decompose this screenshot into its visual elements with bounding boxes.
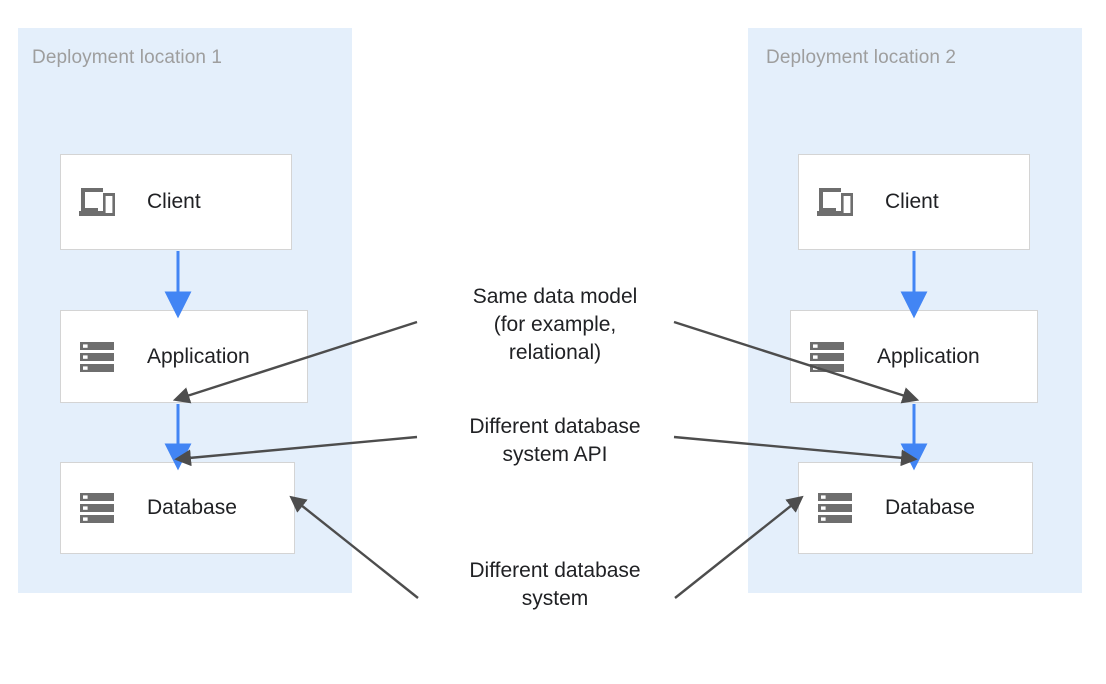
devices-icon — [817, 185, 853, 219]
server-stack-icon — [809, 340, 845, 374]
callout-different-db-system: Different database system — [423, 557, 687, 613]
node-client-1[interactable]: Client — [60, 154, 292, 250]
node-database-1[interactable]: Database — [60, 462, 295, 554]
node-database-2[interactable]: Database — [798, 462, 1033, 554]
node-application-2[interactable]: Application — [790, 310, 1038, 403]
callout-same-data-model-line-2: (for example, — [493, 313, 617, 336]
callout-different-db-api-line-1: Different database — [469, 415, 641, 438]
callout-different-db-system-line-1: Different database — [469, 559, 641, 582]
node-client-2-label: Client — [885, 190, 939, 213]
server-stack-icon — [79, 340, 115, 374]
node-client-1-label: Client — [147, 190, 201, 213]
node-database-2-label: Database — [885, 496, 975, 519]
server-stack-icon — [817, 491, 853, 525]
node-application-1[interactable]: Application — [60, 310, 308, 403]
deployment-zone-1-label: Deployment location 1 — [32, 47, 223, 68]
callout-different-db-api: Different database system API — [423, 413, 687, 469]
node-database-1-label: Database — [147, 496, 237, 519]
devices-icon — [79, 185, 115, 219]
server-stack-icon — [79, 491, 115, 525]
callout-different-db-system-line-2: system — [521, 587, 589, 610]
node-application-1-label: Application — [147, 344, 250, 368]
callout-different-db-api-line-2: system API — [502, 443, 608, 466]
deployment-zone-2-label: Deployment location 2 — [766, 47, 957, 68]
callout-same-data-model-line-1: Same data model — [472, 285, 638, 308]
callout-same-data-model-line-3: relational) — [508, 341, 602, 364]
node-client-2[interactable]: Client — [798, 154, 1030, 250]
callout-same-data-model: Same data model (for example, relational… — [423, 283, 687, 367]
node-application-2-label: Application — [877, 344, 980, 368]
